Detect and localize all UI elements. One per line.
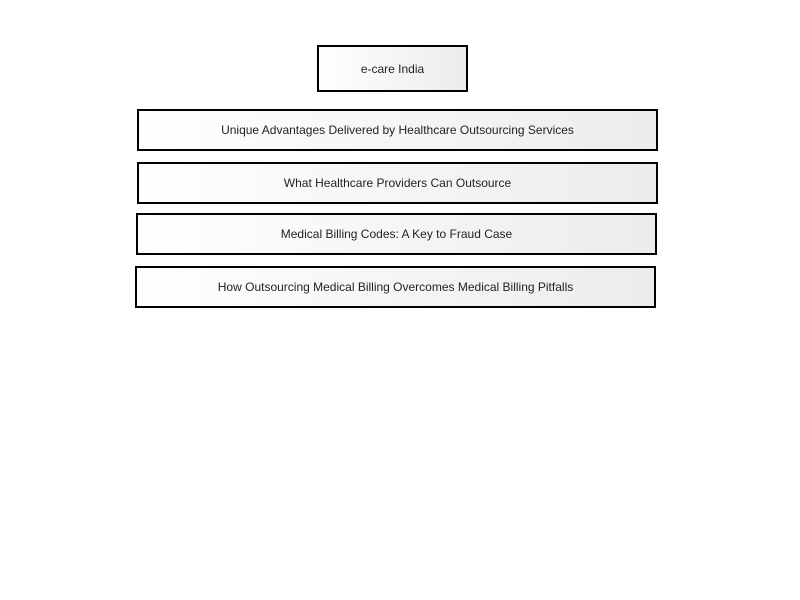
topic-node-billing-codes[interactable]: Medical Billing Codes: A Key to Fraud Ca…	[136, 213, 657, 255]
topic-node-label: How Outsourcing Medical Billing Overcome…	[217, 280, 574, 294]
topic-node-label: Unique Advantages Delivered by Healthcar…	[221, 123, 574, 137]
topic-node-what-to-outsource[interactable]: What Healthcare Providers Can Outsource	[137, 162, 658, 204]
root-node-label: e-care India	[360, 61, 425, 76]
topic-node-label: Medical Billing Codes: A Key to Fraud Ca…	[280, 227, 513, 241]
root-node[interactable]: e-care India	[317, 45, 468, 92]
topic-node-billing-pitfalls[interactable]: How Outsourcing Medical Billing Overcome…	[135, 266, 656, 308]
topic-node-label: What Healthcare Providers Can Outsource	[283, 176, 512, 190]
topic-node-advantages[interactable]: Unique Advantages Delivered by Healthcar…	[137, 109, 658, 151]
